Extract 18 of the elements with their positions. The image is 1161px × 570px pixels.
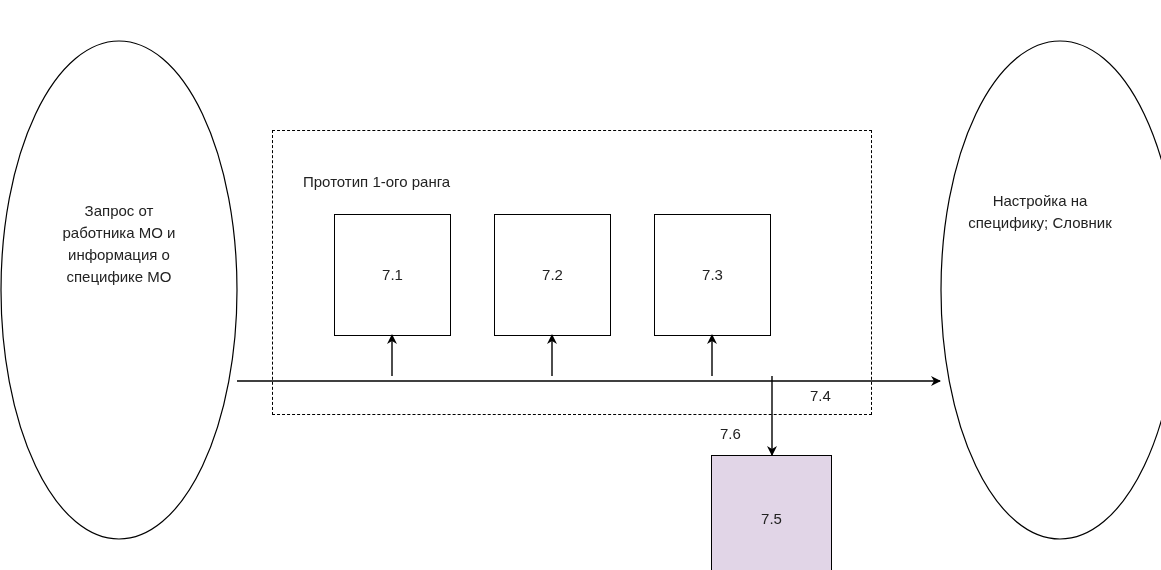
arrow <box>236 376 941 386</box>
arrow <box>767 375 777 456</box>
process-box <box>654 214 771 336</box>
dashed-group <box>272 130 872 415</box>
group-title: Прототип 1-ого ранга <box>303 172 451 192</box>
node-label: Запрос от работника МО и информация о специфике МО <box>61 201 177 287</box>
node-label: 7.2 <box>541 265 564 285</box>
process-box <box>334 214 451 336</box>
arrow <box>707 334 717 377</box>
node-label: 7.3 <box>701 265 724 285</box>
node-label: 7.1 <box>381 265 404 285</box>
arrow <box>547 334 557 377</box>
process-box <box>711 455 832 570</box>
process-box <box>494 214 611 336</box>
node-label: 7.5 <box>760 509 783 529</box>
node-label: Настройка на специфику; Словник <box>967 191 1113 233</box>
arrow <box>387 334 397 377</box>
ellipse-node <box>0 40 238 540</box>
